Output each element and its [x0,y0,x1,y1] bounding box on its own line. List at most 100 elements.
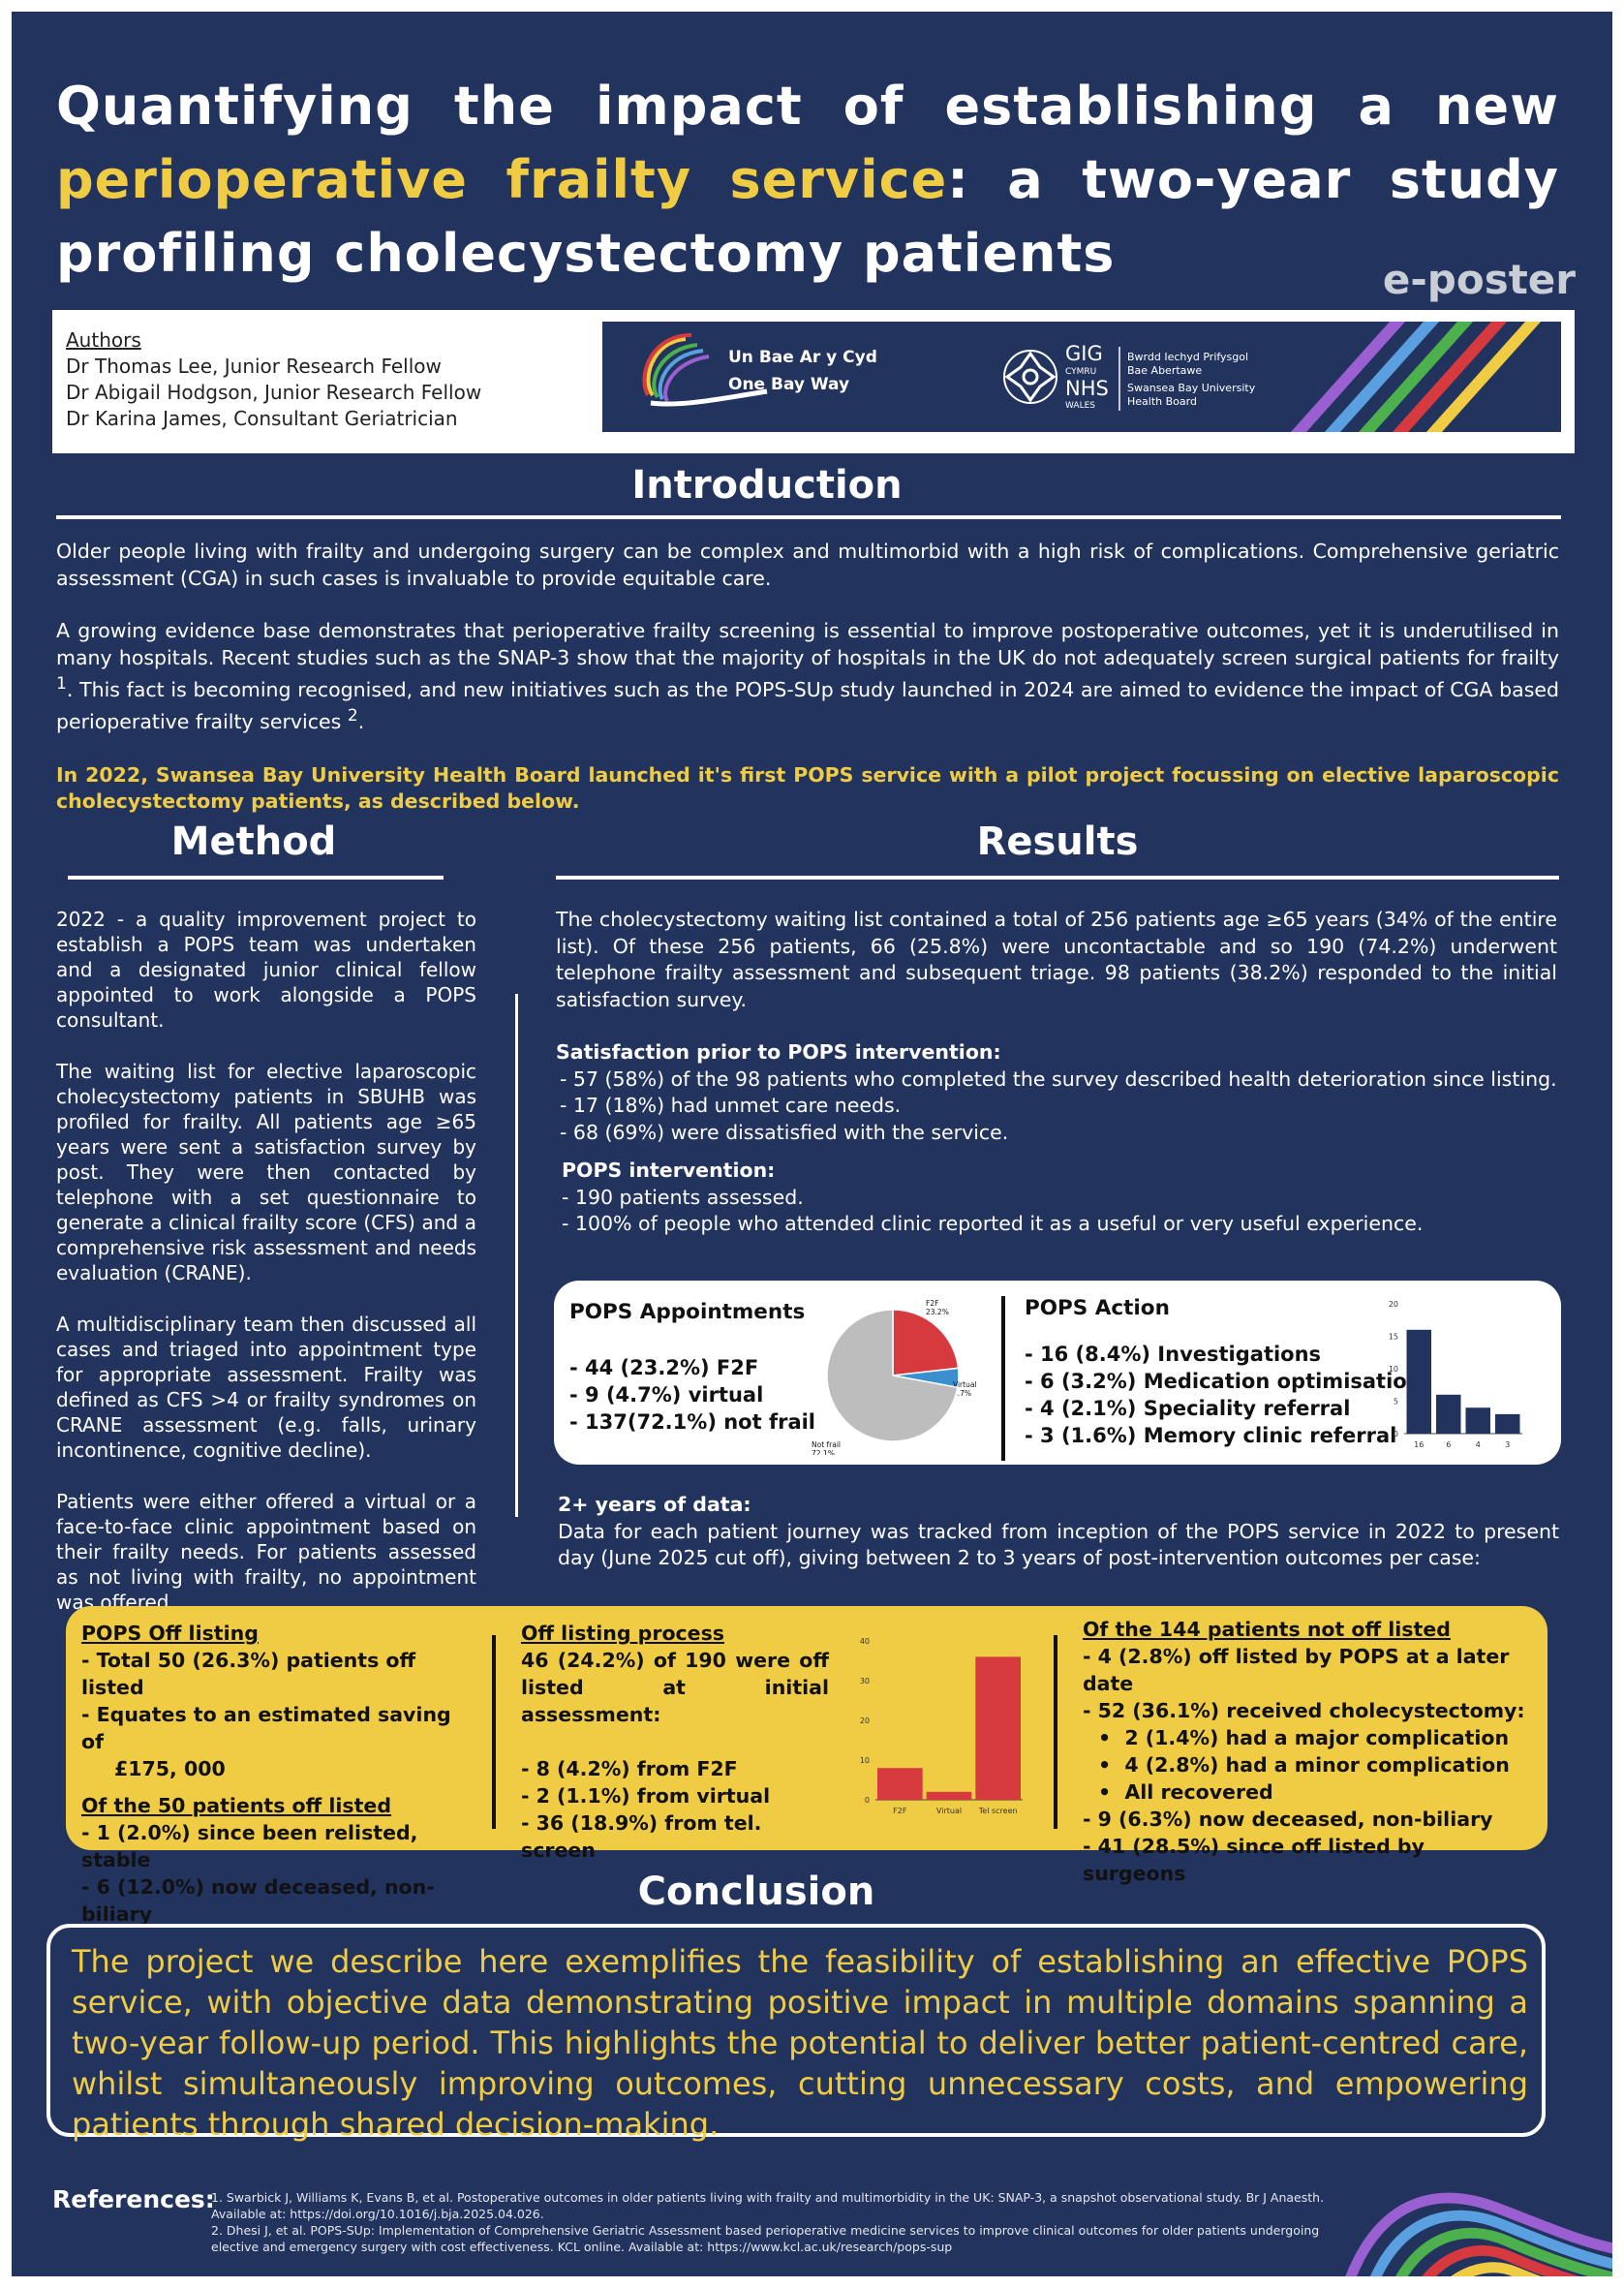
intro-p2-a: A growing evidence base demonstrates tha… [56,619,1559,669]
references-label: References: [52,2185,215,2213]
method-heading: Method [170,819,337,864]
e-poster-badge: e-poster [1382,256,1576,303]
nhs-nhs-text: NHS [1065,377,1109,400]
intervention-heading: POPS intervention: [562,1159,776,1182]
results-intro: The cholecystectomy waiting list contain… [556,908,1557,1011]
of144-item: - 41 (28.5%) since off listed by surgeon… [1083,1835,1425,1885]
of144-bullet-list: • 2 (1.4%) had a major complication • 4 … [1083,1724,1528,1806]
intro-sup-2: 2 [347,706,358,727]
intro-p2-b: . This fact is becoming recognised, and … [56,677,1559,734]
nhs-wales-logo: GIG CYMRU NHS WALES Bwrdd Iechyd Prifysg… [1003,342,1256,411]
data-text: Data for each patient journey was tracke… [558,1519,1559,1570]
appointments-divider [1001,1296,1005,1461]
of144-heading: Of the 144 patients not off listed [1083,1618,1451,1641]
of144-item: - 9 (6.3%) now deceased, non-biliary [1083,1808,1493,1831]
action-chart-y-tick-label: 10 [1389,1365,1398,1374]
action-heading: POPS Action [1025,1296,1170,1320]
data-section: 2+ years of data: Data for each patient … [558,1492,1559,1572]
data-heading: 2+ years of data: [558,1493,751,1516]
action-chart-bar [1495,1413,1520,1434]
method-paragraph-4: Patients were either offered a virtual o… [56,1490,476,1614]
action-item: - 4 (2.1%) Speciality referral [1025,1397,1351,1420]
introduction-body: Older people living with frailty and und… [56,539,1559,842]
process-chart-y-tick-label: 20 [860,1716,870,1725]
action-chart-y-tick-label: 5 [1394,1398,1398,1407]
method-body: 2022 - a quality improvement project to … [56,907,476,1641]
one-bay-english: One Bay Way [728,375,849,394]
title-part1: Quantifying the impact of establishing a… [56,76,1559,137]
of50-item: - 1 (2.0%) since been relisted, stable [81,1821,418,1871]
references-list: 1. Swarbick J, Williams K, Evans B, et a… [211,2189,1334,2255]
authors-heading: Authors [66,328,141,352]
process-chart-x-tick-label: F2F [893,1807,907,1815]
of144-item: - 52 (36.1%) received cholecystectomy: [1083,1699,1525,1722]
offlisting-column: POPS Off listing - Total 50 (26.3%) pati… [81,1620,478,1928]
process-item: - 36 (18.9%) from tel. screen [521,1811,762,1862]
conclusion-text: The project we describe here exemplifies… [72,1943,1528,2143]
process-heading: Off listing process [521,1622,724,1645]
method-paragraph-3: A multidisciplinary team then discussed … [56,1313,476,1462]
appointments-heading: POPS Appointments [569,1300,806,1324]
process-item: - 2 (1.1%) from virtual [521,1784,771,1808]
of144-column: Of the 144 patients not off listed - 4 (… [1083,1616,1528,1887]
offlisting-item: - Equates to an estimated saving of [81,1703,451,1753]
intervention-list: - 190 patients assessed. - 100% of peopl… [556,1185,1557,1238]
of144-bullet-text: All recovered [1124,1780,1273,1804]
conclusion-box: The project we describe here exemplifies… [46,1924,1546,2143]
intro-p2-c: . [357,710,365,734]
offlisting-heading: POPS Off listing [81,1622,259,1645]
satisfaction-list: - 57 (58%) of the 98 patients who comple… [556,1067,1557,1147]
method-paragraph-2: The waiting list for elective laparoscop… [56,1060,476,1284]
pie-slice-label: Virtual [953,1380,977,1389]
pie-slice-f2f [892,1309,960,1376]
satisfaction-item: - 57 (58%) of the 98 patients who comple… [560,1067,1557,1091]
action-item: - 16 (8.4%) Investigations [1025,1343,1322,1366]
authors-panel: Authors Dr Thomas Lee, Junior Research F… [52,310,1575,453]
of144-item: - 4 (2.8%) off listed by POPS at a later… [1083,1645,1510,1695]
process-chart-bar [877,1768,923,1800]
pie-slice-label: 72.1% [812,1449,835,1455]
nhs-gig-text: GIG [1065,342,1103,365]
of144-bullet-text: 2 (1.4%) had a major complication [1124,1726,1510,1749]
satisfaction-item: - 17 (18%) had unmet care needs. [560,1094,902,1117]
intro-paragraph-1: Older people living with frailty and und… [56,540,1559,590]
of50-item: - 6 (12.0%) now deceased, non-biliary [81,1875,435,1926]
appointments-item: - 137(72.1%) not frail [569,1410,816,1434]
column-divider [515,994,518,1517]
results-heading: Results [976,819,1139,864]
action-chart-y-tick-label: 15 [1389,1333,1398,1342]
author-3: Dr Karina James, Consultant Geriatrician [66,407,458,430]
process-chart-y-tick-label: 0 [865,1796,870,1805]
appointments-action-panel: POPS Appointments - 44 (23.2%) F2F - 9 (… [554,1281,1561,1465]
outcomes-divider-1 [492,1635,496,1829]
of144-bullet: • All recovered [1098,1780,1273,1804]
pie-slice-label: Not frail [812,1440,841,1449]
action-chart-bar [1436,1394,1461,1434]
board-welsh-1: Bwrdd Iechyd Prifysgol [1127,351,1248,363]
satisfaction-heading: Satisfaction prior to POPS intervention: [556,1040,1001,1064]
appointments-item: - 9 (4.7%) virtual [569,1383,764,1407]
results-rule [556,876,1559,880]
method-paragraph-1: 2022 - a quality improvement project to … [56,908,476,1032]
action-chart-x-tick-label: 4 [1476,1440,1481,1449]
logos-svg: Un Bae Ar y Cyd One Bay Way GIG CYMRU NH… [642,322,1542,432]
offlisting-item: £175, 000 [114,1757,226,1780]
poster-title: Quantifying the impact of establishing a… [56,70,1559,291]
authors-list: Authors Dr Thomas Lee, Junior Research F… [66,327,481,432]
process-item: - 8 (4.2%) from F2F [521,1757,738,1780]
of144-bullet: • 2 (1.4%) had a major complication [1098,1726,1510,1749]
process-chart-x-tick-label: Virtual [936,1807,962,1815]
offlisting-item: - Total 50 (26.3%) patients off listed [81,1649,416,1699]
board-english-2: Health Board [1127,395,1197,408]
pie-slice-label: 4.7% [953,1389,971,1398]
process-chart-bar [926,1791,972,1800]
process-column: Off listing process 46 (24.2%) of 190 we… [521,1620,829,1864]
process-chart-y-tick-label: 40 [860,1637,870,1646]
introduction-heading: Introduction [631,463,903,508]
action-chart-y-tick-label: 0 [1394,1430,1398,1438]
process-text: 46 (24.2%) of 190 were off listed at ini… [521,1649,829,1726]
nhs-cymru-text: CYMRU [1065,367,1096,377]
pie-slice-label: F2F [926,1299,938,1308]
